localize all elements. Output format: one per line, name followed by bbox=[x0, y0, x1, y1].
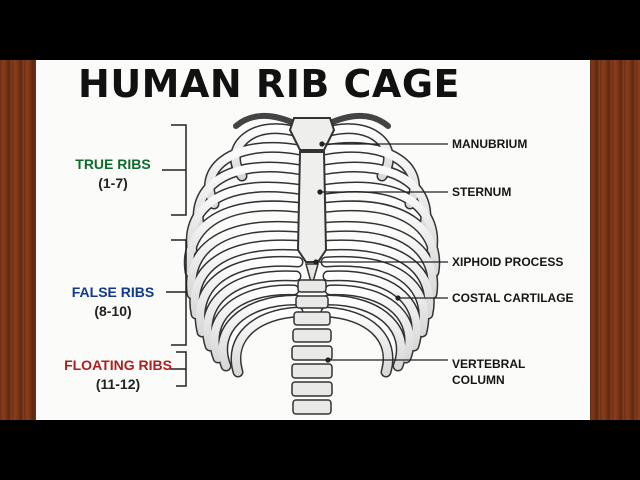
vertebral-column-label: VERTEBRAL COLUMN bbox=[452, 356, 525, 388]
xiphoid-process-label: XIPHOID PROCESS bbox=[452, 255, 564, 269]
group-brackets bbox=[162, 124, 187, 387]
clavicles bbox=[233, 112, 391, 129]
true-ribs-name: TRUE RIBS bbox=[75, 156, 151, 172]
vertebral-column bbox=[291, 279, 333, 415]
ribs-right bbox=[312, 123, 441, 378]
true-ribs-range: (1-7) bbox=[98, 175, 128, 191]
false-ribs-name: FALSE RIBS bbox=[71, 284, 155, 300]
ribs-left bbox=[183, 123, 312, 378]
floating-ribs-range: (11-12) bbox=[95, 376, 141, 392]
floating-ribs-label: FLOATING RIBS (11-12) bbox=[53, 356, 183, 394]
false-ribs-range: (8-10) bbox=[94, 303, 132, 319]
vertebral-column-line2: COLUMN bbox=[452, 373, 505, 387]
vertebral-column-line1: VERTEBRAL bbox=[452, 357, 526, 371]
leader-lines bbox=[313, 141, 448, 363]
sternum-label: STERNUM bbox=[452, 185, 512, 199]
costal-cartilage-label: COSTAL CARTILAGE bbox=[452, 291, 574, 305]
diagram-title: HUMAN RIB CAGE bbox=[78, 62, 460, 106]
false-ribs-label: FALSE RIBS (8-10) bbox=[48, 283, 178, 321]
manubrium-label: MANUBRIUM bbox=[452, 137, 528, 151]
floating-ribs-name: FLOATING RIBS bbox=[64, 357, 172, 373]
true-ribs-label: TRUE RIBS (1-7) bbox=[48, 155, 178, 193]
